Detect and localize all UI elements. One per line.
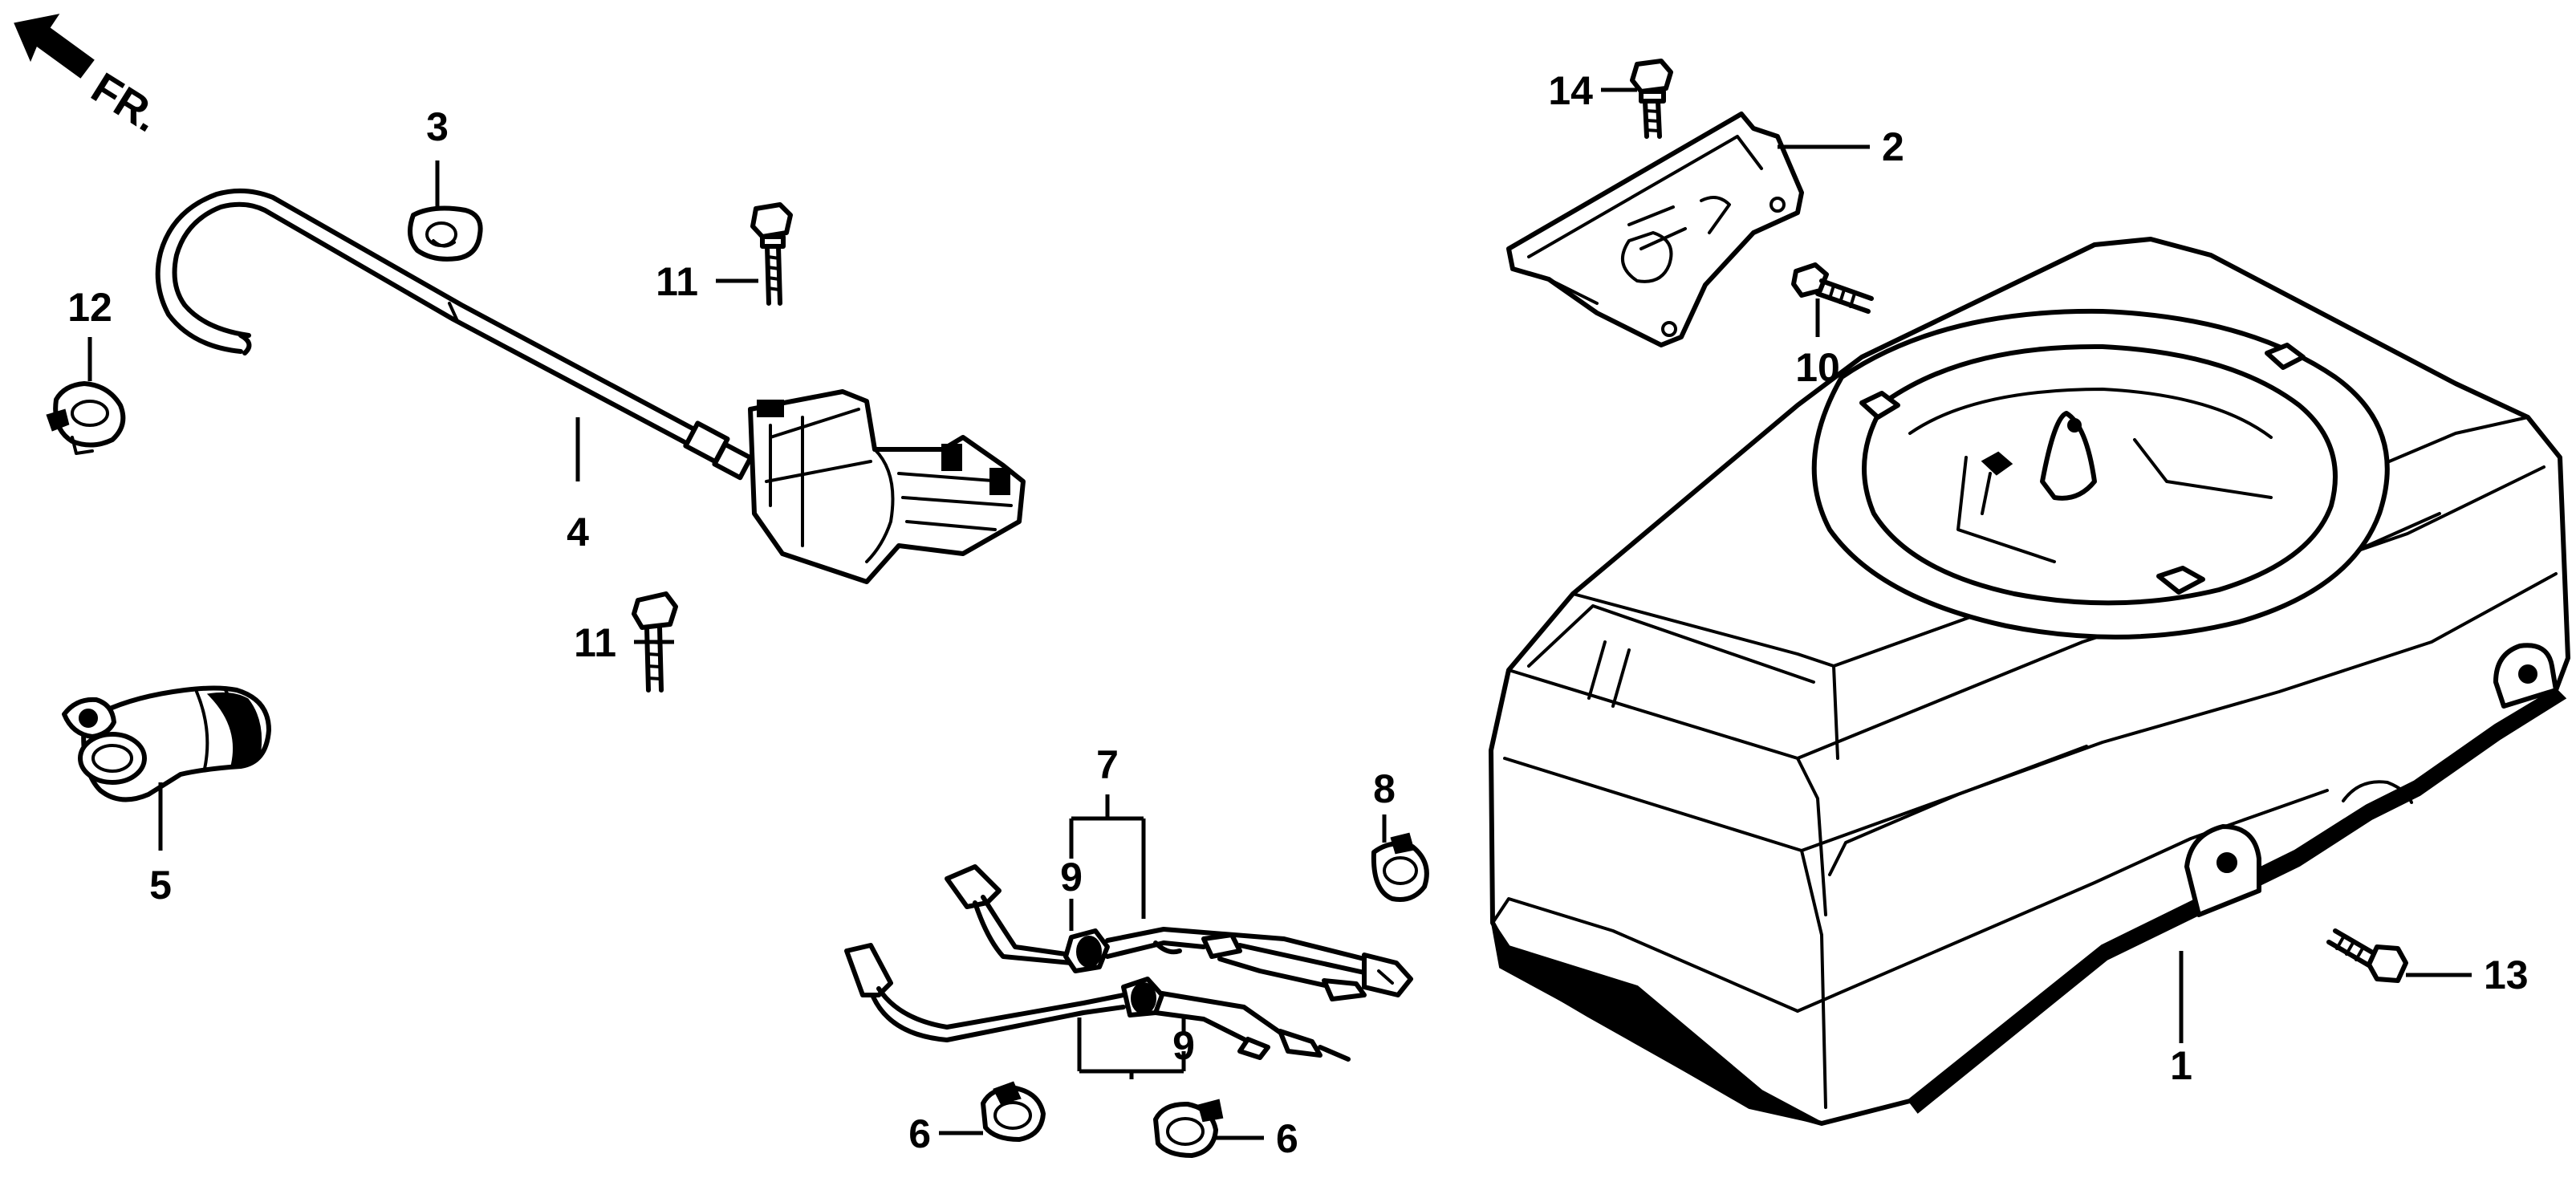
part-14-bolt xyxy=(1630,59,1673,139)
callout-8: 8 xyxy=(1373,766,1396,811)
callout-5: 5 xyxy=(149,863,172,908)
part-10-screw xyxy=(1791,262,1874,314)
part-1-fan-cover xyxy=(1489,237,2570,1126)
front-arrow-icon xyxy=(14,14,95,79)
callout-7: 7 xyxy=(1096,742,1119,787)
callout-3: 3 xyxy=(426,104,449,149)
part-8-clamp xyxy=(1371,832,1429,902)
callout-9-upper: 9 xyxy=(1060,855,1083,900)
part-7-wire-harness xyxy=(844,864,1413,1062)
callout-2: 2 xyxy=(1882,124,1904,169)
callout-12: 12 xyxy=(67,285,112,330)
part-5-elbow-tube xyxy=(62,685,271,802)
part-6-clamp-left xyxy=(981,1081,1046,1142)
part-6-clamp-right xyxy=(1153,1099,1224,1158)
callout-4: 4 xyxy=(567,510,589,554)
part-11-bolt-upper xyxy=(750,202,793,306)
callout-labels: 3 4 11 11 12 5 14 2 10 1 13 8 7 9 9 6 6 xyxy=(67,68,2528,1161)
callout-6-left: 6 xyxy=(908,1111,931,1156)
part-3-grommet xyxy=(408,205,483,262)
front-label: FR. xyxy=(83,63,169,141)
callout-6-right: 6 xyxy=(1276,1116,1298,1161)
callout-11-lower: 11 xyxy=(574,620,616,665)
callout-9-lower: 9 xyxy=(1172,1023,1195,1068)
callout-11-upper: 11 xyxy=(656,259,698,304)
callout-1: 1 xyxy=(2170,1043,2192,1088)
part-13-bolt xyxy=(2326,928,2408,983)
part-2-bracket xyxy=(1506,112,1804,347)
part-4-ignition-coil xyxy=(155,188,1026,584)
part-12-clamp xyxy=(46,381,126,455)
leader-lines xyxy=(87,87,2472,1140)
callout-10: 10 xyxy=(1795,345,1840,390)
callout-13: 13 xyxy=(2484,953,2529,997)
front-direction-marker: FR. xyxy=(14,14,169,141)
callout-14: 14 xyxy=(1548,68,1593,113)
